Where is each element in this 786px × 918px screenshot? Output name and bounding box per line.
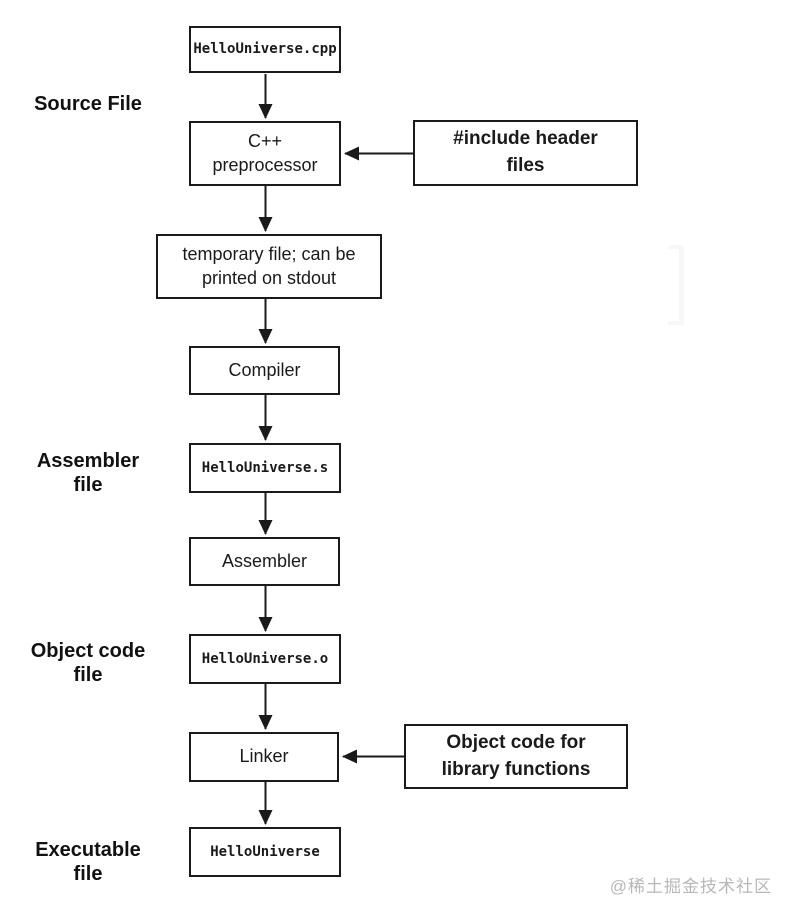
stage-label-assembler-file: Assembler file <box>36 450 140 497</box>
node-temporary-file-box: temporary file; can be printed on stdout <box>156 234 382 299</box>
stage-label-object-code-file: Object code file <box>30 640 146 687</box>
stage-label-executable-file: Executable file <box>35 839 141 886</box>
node-object-file-box: HelloUniverse.o <box>189 634 341 684</box>
watermark: @稀土掘金技术社区 <box>609 877 772 896</box>
node-assembler-box: Assembler <box>189 537 340 586</box>
node-assembler-file-box: HelloUniverse.s <box>189 443 341 493</box>
node-compiler-box: Compiler <box>189 346 340 395</box>
node-source-file-box: HelloUniverse.cpp <box>189 26 341 73</box>
stage-label-source-file: Source File <box>34 93 142 115</box>
node-library-objects-box: Object code for library functions <box>404 724 628 789</box>
node-linker-box: Linker <box>189 732 339 782</box>
node-include-headers-box: #include header files <box>413 120 638 186</box>
node-executable-box: HelloUniverse <box>189 827 341 877</box>
faint-watermark-bracket <box>668 245 684 325</box>
node-preprocessor-box: C++ preprocessor <box>189 121 341 186</box>
